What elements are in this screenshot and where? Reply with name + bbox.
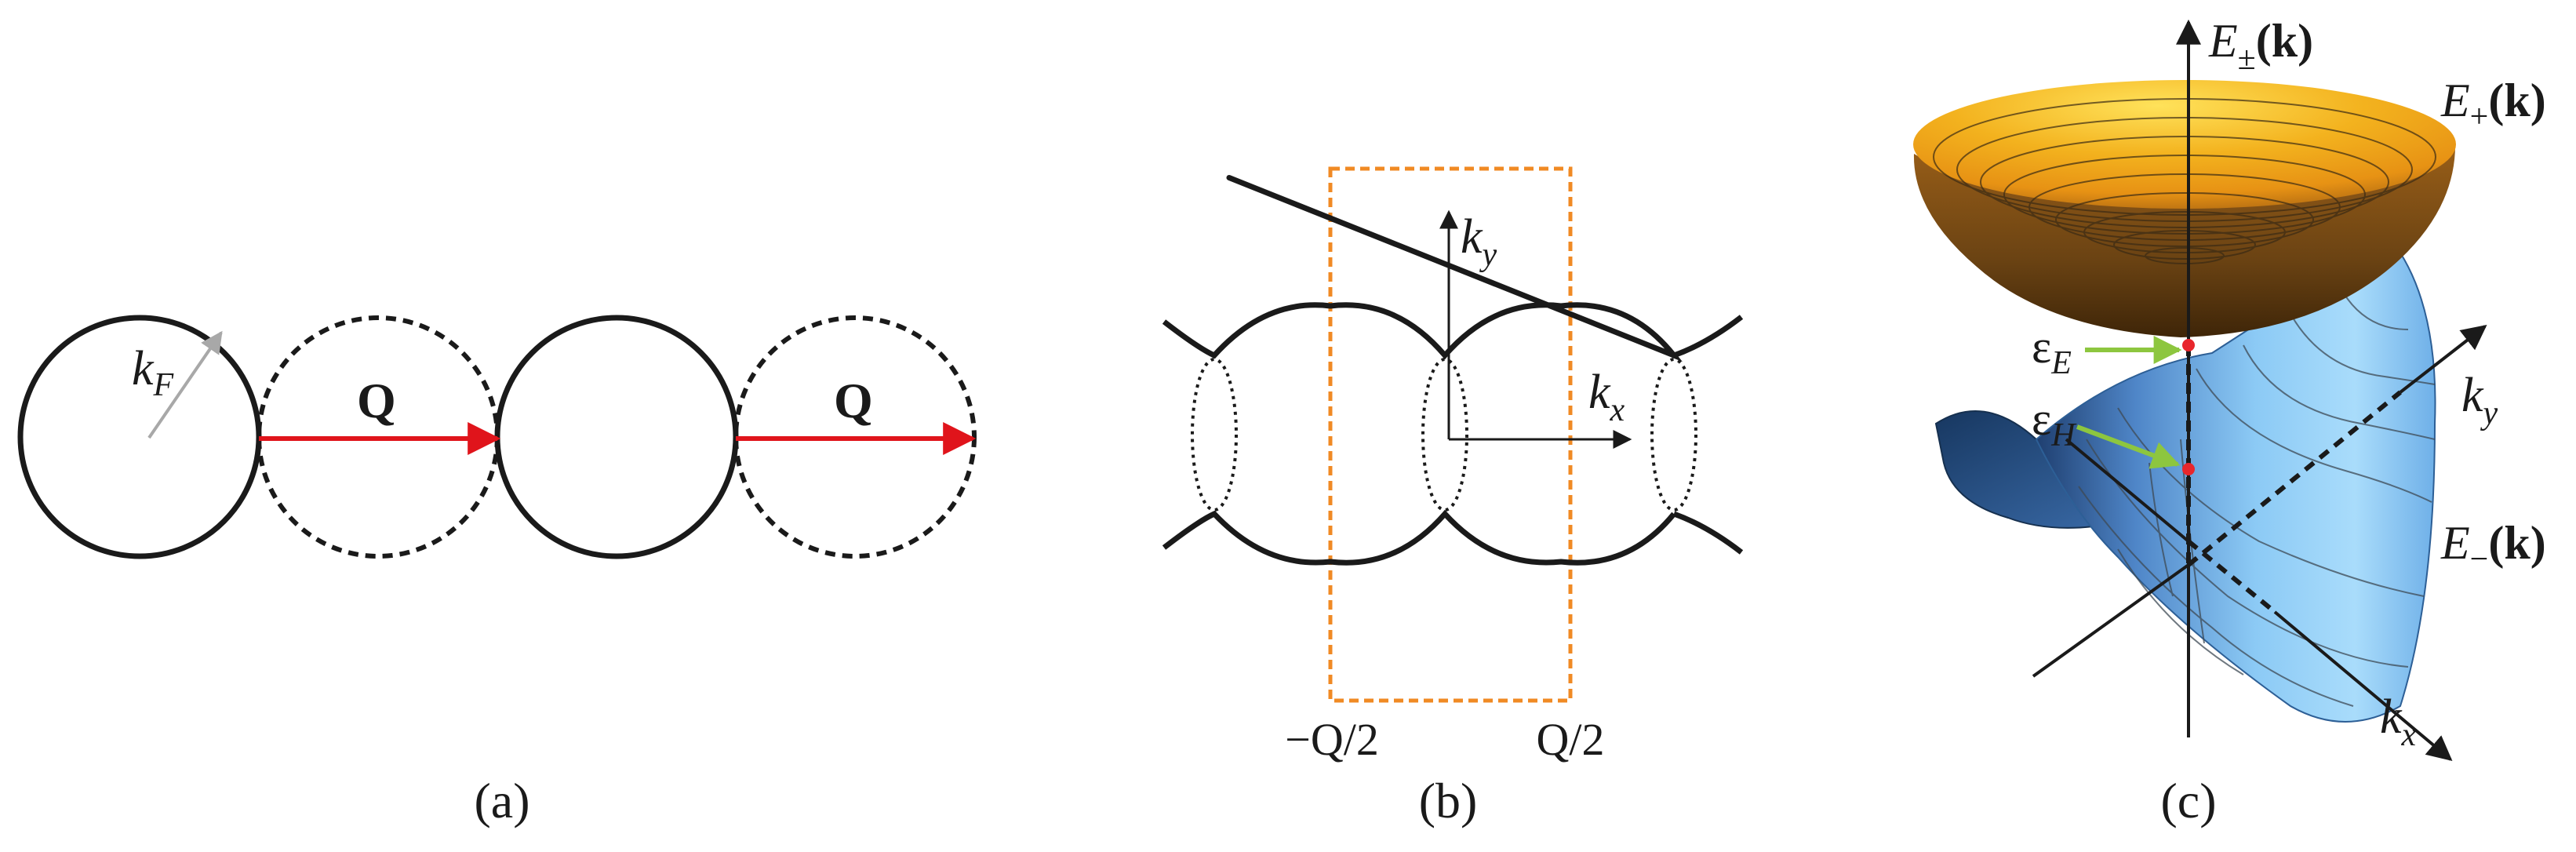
caption-a: (a) (474, 773, 529, 828)
ky-axis-3d (2399, 325, 2487, 394)
ky-axis-label: ky (1461, 210, 1497, 273)
upper-band-contours (1933, 98, 2436, 264)
caption-c: (c) (2160, 773, 2216, 828)
q-vector-label-1: Q (357, 373, 396, 428)
ky-axis-3d-dashed (2187, 390, 2402, 567)
fermi-contour-top (1162, 175, 1744, 362)
caption-b: (b) (1419, 773, 1478, 828)
energy-axis-label: E±(k) (2208, 15, 2313, 77)
fermi-contour-bottom (1162, 509, 1744, 566)
lower-band-surface (2035, 234, 2436, 723)
kx-axis-3d-label: kx (2380, 690, 2417, 753)
kx-axis-label: kx (1588, 366, 1625, 428)
electron-extremum-point (2182, 339, 2195, 351)
gap-ellipse-middle (1421, 358, 1468, 512)
fermi-circle-2 (494, 315, 739, 559)
lower-band-label: E−(k) (2440, 517, 2546, 577)
epsilon-h-label: εH (2032, 393, 2077, 453)
panel-b: ky kx −Q/2 Q/2 (b) (1162, 166, 1744, 828)
tick-minus-q-half: −Q/2 (1285, 714, 1379, 765)
gap-ellipse-left (1191, 358, 1238, 512)
tick-plus-q-half: Q/2 (1537, 714, 1605, 765)
kx-axis-3d-back (2065, 438, 2190, 543)
fermi-radius-label: kF (132, 342, 174, 403)
epsilon-h-pointer (2076, 424, 2181, 469)
ky-axis-3d-back (2032, 563, 2190, 678)
q-vector-label-2: Q (834, 373, 873, 428)
ky-axis-3d-label: ky (2461, 369, 2498, 431)
kx-axis-3d (2273, 610, 2453, 762)
upper-band-top (1913, 80, 2456, 209)
panel-a: kF Q Q (a) (17, 315, 977, 828)
panel-c: E±(k) E+(k) E−(k) εE εH ky kx (c) (1913, 15, 2546, 828)
hole-extremum-point (2182, 463, 2195, 475)
gap-ellipse-right (1650, 358, 1697, 512)
epsilon-e-label: εE (2032, 321, 2072, 381)
brillouin-zone-box (1328, 166, 1573, 703)
fermi-radius-arrow (147, 330, 223, 439)
upper-band-label: E+(k) (2440, 75, 2546, 135)
